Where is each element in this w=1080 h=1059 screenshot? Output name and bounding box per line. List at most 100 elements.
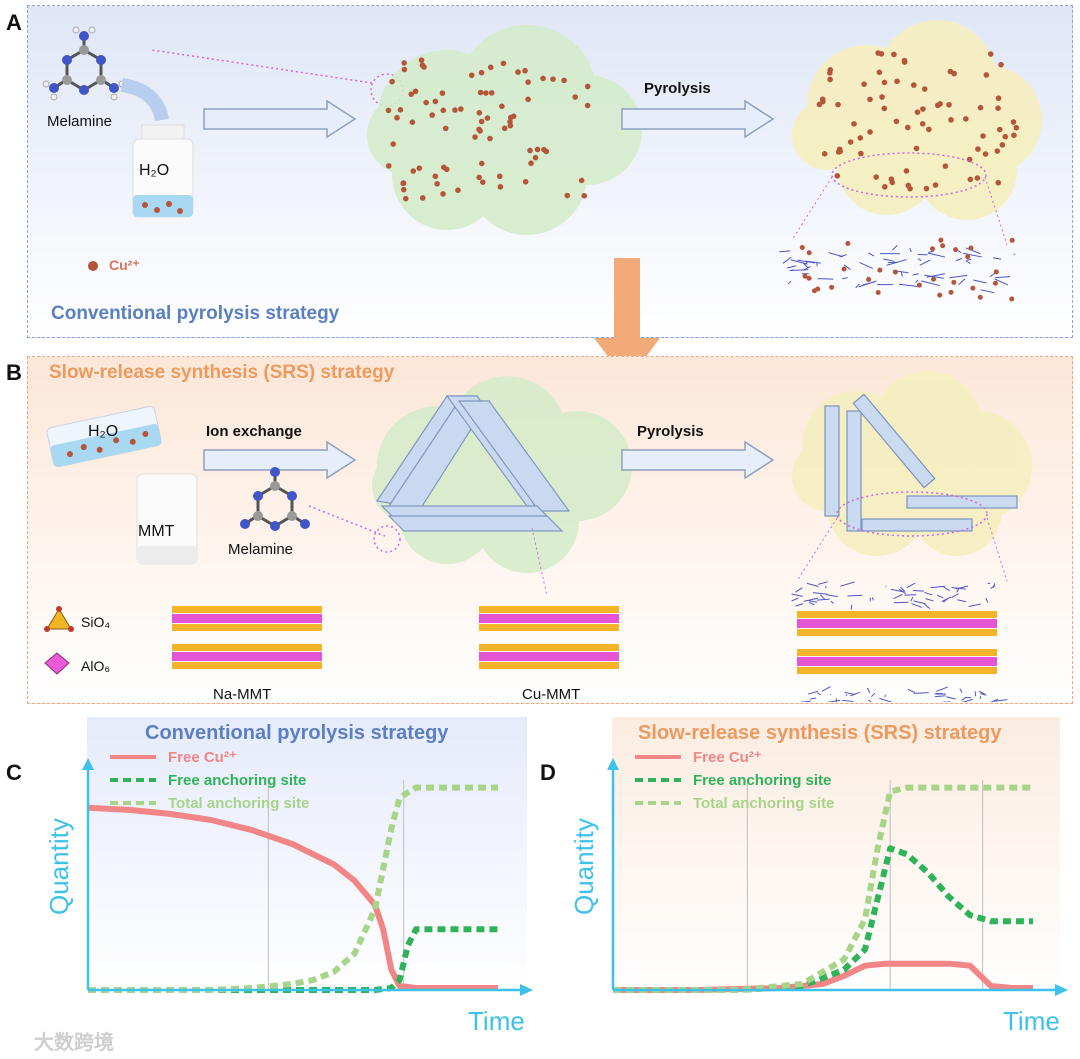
cu-ion-dot: [905, 124, 911, 131]
network-strand: [925, 598, 934, 602]
cu-ion-dot: [993, 269, 999, 275]
network-strand: [937, 594, 944, 599]
cu-ion-dot: [434, 180, 440, 187]
cu-ion-dot: [584, 102, 591, 109]
network-strand: [907, 688, 915, 693]
network-strand: [965, 247, 981, 255]
cu-ion-dot: [532, 154, 539, 161]
water-label-b: H₂O: [88, 423, 119, 440]
cu-ion-dot: [1002, 133, 1009, 140]
cu-ion-dot: [881, 79, 888, 86]
cu-ion-dot: [987, 51, 994, 57]
network-strand: [790, 259, 808, 265]
cu-ion-dot: [867, 96, 873, 103]
cu-ion-dot: [442, 125, 449, 132]
cu-ion-dot: [561, 77, 567, 84]
cu-ion-dot: [878, 51, 885, 57]
network-strand: [806, 582, 819, 587]
network-strand: [980, 289, 995, 294]
network-strand: [900, 586, 906, 592]
cu-ion-dots-pyrolysed: [816, 50, 1020, 192]
panel-a-illustration: [42, 20, 1042, 302]
network-strand: [858, 280, 877, 288]
network-strand: [990, 585, 996, 589]
tetrahedral-layer: [172, 644, 322, 651]
cu-ion-dot: [440, 164, 447, 171]
network-strand: [994, 278, 1009, 286]
network-strand: [867, 687, 871, 694]
network-strand: [899, 588, 907, 595]
x-axis-arrow-icon: [1055, 984, 1068, 996]
cu-ion-dot: [819, 96, 826, 103]
network-strand: [812, 592, 828, 595]
cu-ion-dot: [500, 60, 507, 67]
cu-ion-dot: [487, 135, 493, 142]
cu-ion-dot: [540, 75, 546, 82]
cu-ion-dot: [901, 59, 908, 65]
cu-ion-dot: [440, 107, 447, 114]
y-axis-label: Quantity: [44, 818, 74, 915]
legend-label: Total anchoring site: [168, 795, 309, 812]
chart-c-background: [87, 717, 527, 997]
cu-ion-dot: [418, 57, 425, 63]
cu-ion-dot: [995, 105, 1001, 111]
cu-ion-dot: [401, 60, 407, 66]
network-strand: [990, 698, 999, 702]
cu-ion-dot: [931, 276, 937, 282]
cu-ion-dot: [488, 90, 495, 96]
network-strand: [927, 252, 946, 258]
cu-ion-dot: [847, 139, 854, 145]
cu-ion-dot: [963, 116, 969, 122]
tetrahedral-layer: [479, 662, 619, 669]
octahedral-layer: [479, 614, 619, 623]
cu-ion-dot: [816, 101, 823, 108]
cu-ion-dot: [400, 186, 407, 193]
network-strand: [795, 587, 803, 593]
network-strand: [912, 273, 919, 276]
cu-ion-dot: [476, 174, 482, 181]
cu-ion-dot: [440, 191, 446, 197]
network-strand: [850, 604, 853, 610]
network-strand: [913, 692, 929, 694]
x-axis-label: Time: [468, 1006, 525, 1036]
carbon-network: [779, 237, 1016, 302]
cu-ion-dot: [919, 121, 926, 127]
cu-ion-dot: [827, 67, 834, 73]
network-strand: [934, 695, 946, 698]
series-line-0: [613, 960, 1033, 993]
yellow-cloud: [792, 20, 1042, 220]
cu-ion-dot: [385, 107, 392, 114]
cu-ion-dot: [977, 294, 983, 300]
melamine-label-b: Melamine: [228, 541, 294, 558]
cu-ion-dot: [400, 180, 407, 187]
panel-b-strategy-title: Slow-release synthesis (SRS) strategy: [49, 362, 395, 383]
cu-ion-dot: [879, 94, 885, 100]
cu-ion-dot: [903, 168, 910, 174]
cu-ion-dot: [390, 141, 396, 147]
cu-ion-dot: [937, 292, 943, 298]
cu-ion-dot: [983, 72, 990, 78]
cu-ion-dot: [385, 163, 392, 169]
network-strand: [828, 252, 843, 258]
down-arrow-icon: [594, 258, 660, 382]
cu-ion-dot: [977, 104, 984, 111]
cu-ion-dot: [501, 125, 508, 132]
cu-ion-dot: [584, 83, 591, 90]
cu-ion-dot: [937, 100, 943, 107]
network-strand: [993, 699, 1008, 702]
cu-ion-dot: [951, 279, 957, 285]
octahedral-layer: [797, 619, 997, 628]
cu-ion-dot: [1010, 119, 1017, 125]
network-strand: [961, 697, 966, 701]
series-line-0: [87, 804, 498, 991]
green-cloud: [367, 25, 642, 235]
cu-ion-dot: [564, 192, 571, 199]
cu-ion-dot: [980, 133, 986, 139]
cu-ion-legend-label: Cu²⁺: [109, 257, 140, 273]
network-strand: [966, 258, 972, 261]
network-strand: [919, 259, 931, 266]
cu-ion-dot: [995, 179, 1002, 186]
network-strand: [957, 599, 967, 603]
cu-ion-dot: [992, 280, 998, 286]
cu-ion-dot: [528, 160, 534, 167]
